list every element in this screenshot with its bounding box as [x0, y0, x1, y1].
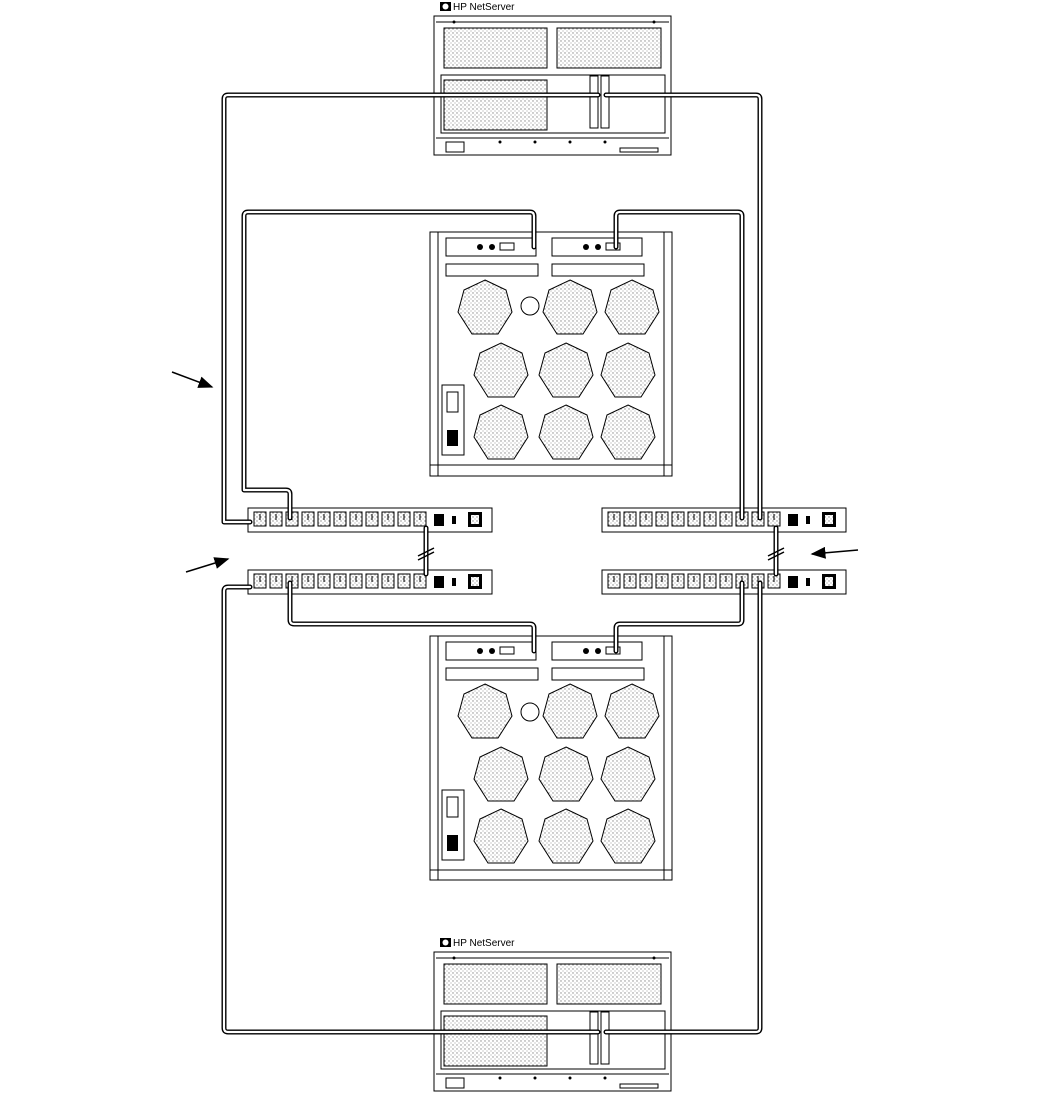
cable-right-switch-link: [768, 528, 784, 574]
arrow-left-cable-icon: [172, 372, 212, 387]
chassis-lower: [430, 636, 672, 880]
server-bottom-label: HP NetServer: [453, 938, 515, 949]
cables: [224, 95, 784, 1032]
server-top-label: HP NetServer: [453, 2, 515, 13]
callout-arrows: [172, 372, 858, 572]
chassis-upper: [430, 232, 672, 476]
hp-logo-icon: [440, 938, 451, 947]
sw-left-bottom: [248, 570, 492, 594]
sw-right-bottom: [602, 570, 846, 594]
sw-left-top: [248, 508, 492, 532]
fan-grid-upper: [458, 280, 659, 459]
switch-units: [248, 508, 846, 594]
server-bottom: HP NetServer: [434, 938, 671, 1091]
cable-left-switch-link: [418, 528, 434, 574]
hp-logo-icon: [440, 2, 451, 11]
arrow-left-switch-icon: [186, 559, 228, 572]
sw-right-top: [602, 508, 846, 532]
cable-top-server-left: [224, 95, 598, 522]
arrow-right-switch-icon: [812, 550, 858, 554]
fan-grid-lower: [458, 684, 659, 863]
server-top: HP NetServer: [434, 2, 671, 155]
